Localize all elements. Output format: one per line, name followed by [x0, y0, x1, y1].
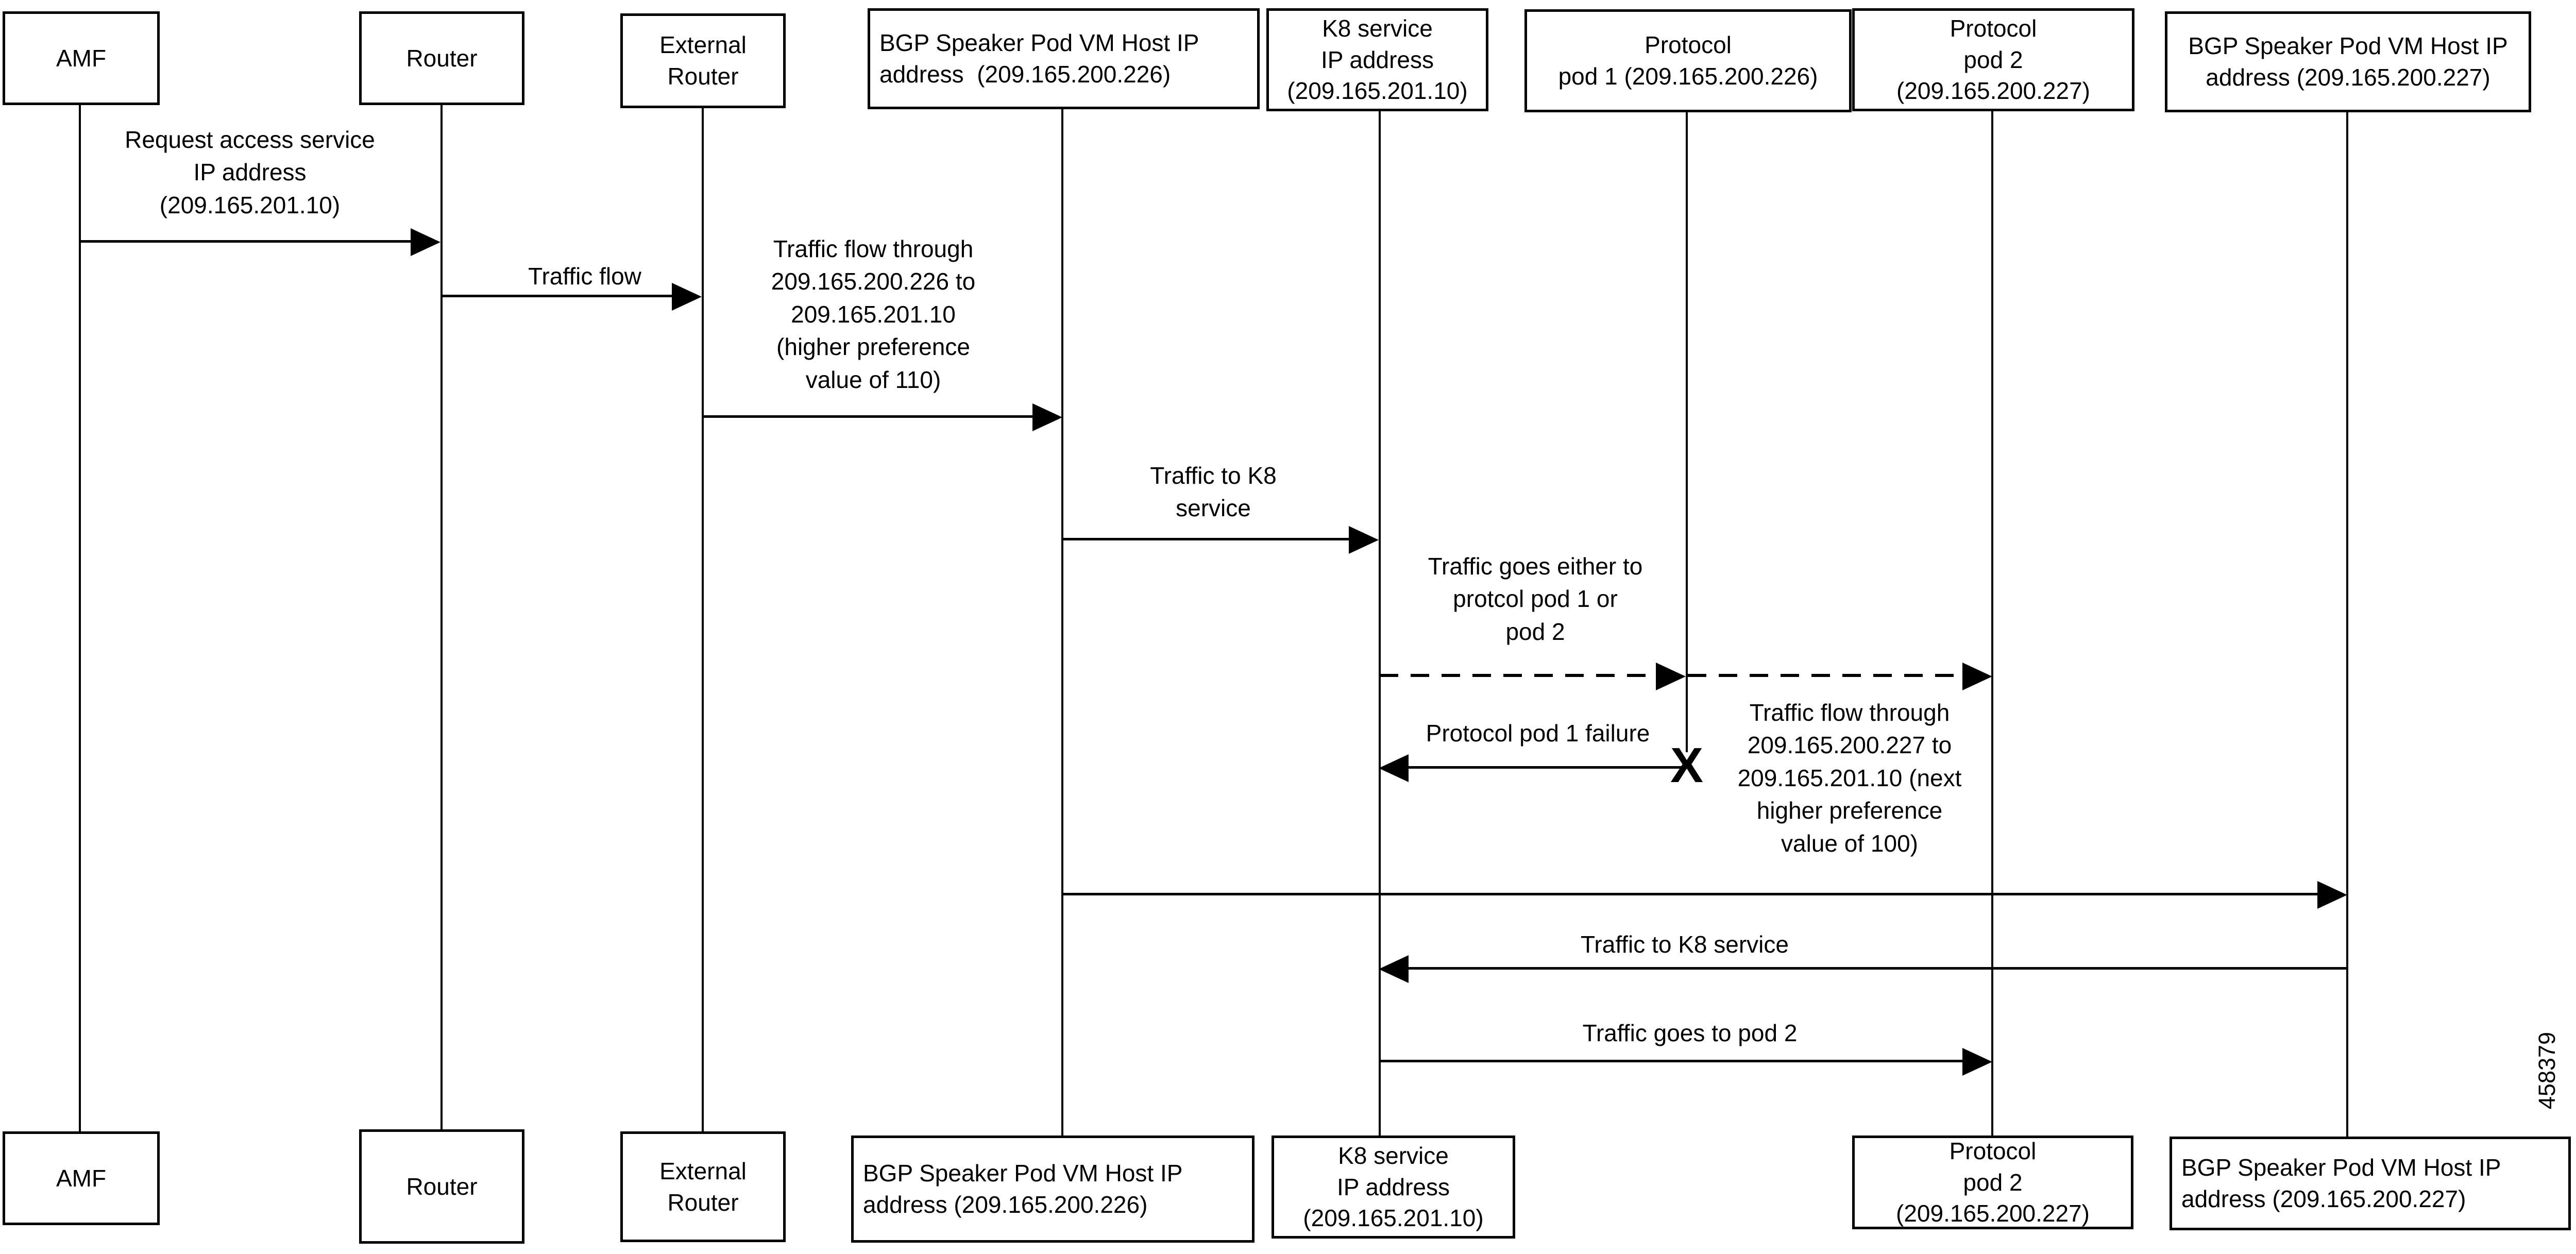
failure-x-mark: X — [1670, 738, 1704, 793]
actor-box-protocol-pod-2-bottom: Protocol pod 2 (209.165.200.227) — [1852, 1136, 2133, 1229]
arrow-traffic-to-k8-line — [1061, 538, 1349, 540]
label-flow-through-227: Traffic flow through 209.165.200.227 to … — [1737, 699, 1962, 857]
lifeline-external-router — [702, 108, 704, 1131]
figure-number: 458379 — [2534, 1031, 2560, 1110]
arrowhead-right-icon — [2317, 881, 2347, 909]
lifeline-bgp-speaker-227 — [2346, 112, 2348, 1137]
arrow-bgp226-to-bgp227-line — [1061, 893, 2317, 895]
arrow-either-pod2-line — [1688, 674, 1962, 677]
arrowhead-right-icon — [1962, 663, 1992, 690]
actor-box-amf-top: AMF — [3, 11, 160, 105]
actor-box-bgp-speaker-227-top: BGP Speaker Pod VM Host IP address (209.… — [2165, 11, 2531, 112]
arrow-traffic-flow-line — [440, 295, 672, 297]
arrow-traffic-to-k8-return-line — [1409, 967, 2347, 970]
label-traffic-to-k8-return: Traffic to K8 service — [1581, 931, 1789, 958]
label-request-access: Request access service IP address (209.1… — [125, 126, 375, 218]
arrowhead-right-icon — [411, 228, 440, 256]
actor-box-protocol-pod-2-top: Protocol pod 2 (209.165.200.227) — [1852, 8, 2134, 111]
arrowhead-right-icon — [1962, 1048, 1992, 1076]
arrow-pod1-failure-line — [1409, 766, 1687, 769]
label-traffic-to-k8: Traffic to K8 service — [1150, 462, 1277, 522]
actor-box-bgp-speaker-226-top: BGP Speaker Pod VM Host IP address (209.… — [868, 8, 1260, 109]
actor-box-router-top: Router — [359, 11, 524, 105]
arrow-either-pod1-line — [1380, 674, 1656, 677]
lifeline-amf — [79, 105, 81, 1131]
actor-box-k8-service-top: K8 service IP address (209.165.201.10) — [1266, 8, 1488, 111]
actor-box-bgp-speaker-227-bottom: BGP Speaker Pod VM Host IP address (209.… — [2170, 1137, 2571, 1230]
arrowhead-left-icon — [1379, 754, 1409, 782]
label-pod1-failure: Protocol pod 1 failure — [1426, 720, 1650, 747]
arrowhead-right-icon — [1032, 403, 1062, 431]
arrowhead-right-icon — [672, 283, 702, 311]
arrowhead-left-icon — [1379, 955, 1409, 983]
label-flow-through-226: Traffic flow through 209.165.200.226 to … — [771, 235, 976, 393]
label-either-pod: Traffic goes either to protcol pod 1 or … — [1428, 553, 1643, 645]
arrow-flow-through-226-line — [702, 415, 1032, 418]
lifeline-bgp-speaker-226 — [1061, 109, 1063, 1136]
actor-box-external-router-top: External Router — [620, 13, 786, 108]
arrowhead-right-icon — [1349, 526, 1379, 554]
arrowhead-right-icon — [1656, 663, 1686, 690]
actor-box-k8-service-bottom: K8 service IP address (209.165.201.10) — [1272, 1136, 1515, 1239]
label-traffic-flow: Traffic flow — [528, 263, 641, 290]
arrow-goes-to-pod2-line — [1379, 1060, 1962, 1062]
lifeline-router — [440, 105, 443, 1131]
actor-box-router-bottom: Router — [359, 1129, 524, 1244]
label-goes-to-pod2: Traffic goes to pod 2 — [1582, 1020, 1798, 1046]
lifeline-protocol-pod-2 — [1991, 111, 1993, 1136]
actor-box-bgp-speaker-226-bottom: BGP Speaker Pod VM Host IP address (209.… — [851, 1136, 1255, 1243]
arrow-request-access-line — [80, 240, 411, 243]
lifeline-k8-service — [1379, 111, 1381, 1136]
actor-box-external-router-bottom: External Router — [620, 1131, 786, 1242]
actor-box-protocol-pod-1-top: Protocol pod 1 (209.165.200.226) — [1524, 9, 1852, 112]
lifeline-protocol-pod-1 — [1686, 112, 1688, 752]
actor-box-amf-bottom: AMF — [3, 1131, 160, 1225]
